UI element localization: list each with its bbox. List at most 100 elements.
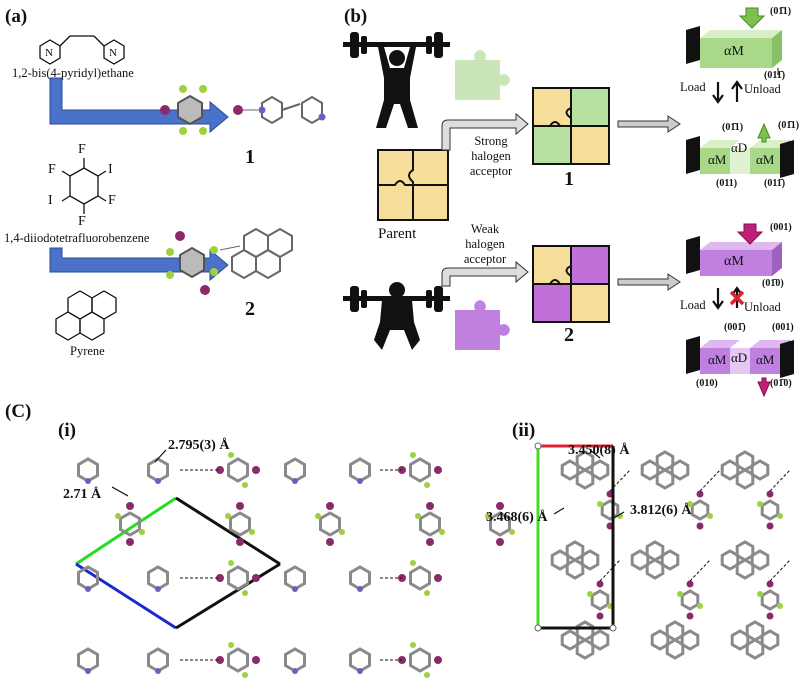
fluorine-atom [687, 501, 693, 507]
distance-label-ii-3: 3.812(6) Å [630, 503, 692, 518]
pyridine-ring [147, 457, 169, 483]
ditfb-ring [419, 511, 441, 537]
fluorine-atom [410, 452, 416, 458]
molecules-i [77, 452, 515, 678]
purple-bottom-alpha-m-2: αM [756, 352, 775, 367]
panel-label-ci: (i) [58, 420, 76, 441]
green-load-label: Load [680, 80, 706, 94]
pyrene-ring [665, 620, 685, 642]
purple-puzzle-piece [455, 300, 510, 350]
iodine-atom [766, 612, 774, 620]
fluorine-atom [249, 529, 255, 535]
pyrene-ring [550, 549, 570, 571]
iodine-atom [252, 656, 260, 664]
molecule-3-name: Pyrene [70, 344, 105, 358]
iodine-atom [596, 580, 604, 588]
halogen-word: halogen [471, 149, 511, 163]
strong-lifter-icon [343, 32, 450, 128]
iodine-atom [326, 502, 334, 510]
fluorine-atom [439, 529, 445, 535]
iodine-atom [434, 574, 442, 582]
purple-load-label: Load [680, 298, 706, 312]
purple-bottom-face-t2: (001) [772, 322, 794, 333]
crystal-structure-2 [166, 227, 293, 295]
pyridine-ring [284, 457, 306, 483]
green-bottom-alpha-m-2: αM [756, 152, 775, 167]
ditfb-ring [227, 457, 249, 483]
pyrene-ring [580, 549, 600, 571]
pyrene-ring [650, 629, 670, 651]
pyrene-ring [735, 540, 755, 562]
iodine-atom [252, 574, 260, 582]
iodine-atom [596, 612, 604, 620]
interaction [599, 559, 621, 582]
pyridine-ring [77, 457, 99, 483]
ditfb-ring [227, 647, 249, 673]
fluorine-atom [139, 529, 145, 535]
purple-crystal-bottom [686, 336, 794, 398]
product-1-label-a: 1 [245, 146, 255, 168]
fluorine-atom [597, 501, 603, 507]
fluorine-atom [410, 560, 416, 566]
pyrene-ring [575, 468, 595, 490]
pointer-2 [111, 486, 129, 497]
iodine-atom [426, 502, 434, 510]
fluorine-atom [242, 482, 248, 488]
fluorine-atom [617, 513, 623, 519]
pyrene-ring [655, 468, 675, 490]
ditfb-ring [227, 565, 249, 591]
fluorine-atom [677, 591, 683, 597]
distance-label-i-1: 2.795(3) Å [168, 438, 230, 453]
green-bottom-face-t1: (01̄1) [722, 122, 744, 133]
pyrene-ring [670, 459, 690, 481]
molecule-2-name: 1,4-diiodotetrafluorobenzene [4, 231, 150, 245]
weak-lifter-icon [343, 282, 450, 350]
pyrene-ring [745, 620, 765, 642]
pyridine-ring [284, 565, 306, 591]
pyrene-ring [720, 459, 740, 481]
green-bottom-alpha-m-1: αM [708, 152, 727, 167]
purple-bottom-alpha-d: αD [731, 350, 748, 365]
strong-acceptor-label: Strong halogen acceptor [456, 134, 526, 179]
purple-unload-label: Unload [744, 300, 781, 314]
ditfb-ring [319, 511, 341, 537]
molecule-1-name: 1,2-bis(4-pyridyl)ethane [12, 66, 134, 80]
purple-top-alpha-m: αM [724, 254, 744, 269]
atom-i-left: I [48, 193, 53, 208]
load-arrow-green [712, 82, 724, 104]
nitrogen-atom [357, 478, 363, 484]
fluorine-atom [228, 452, 234, 458]
iodine-atom [496, 502, 504, 510]
purple-top-face-side: (01̄0) [762, 278, 784, 289]
pyrene-ring [655, 450, 675, 472]
iodine-atom [216, 656, 224, 664]
product-1-label-b: 1 [564, 168, 574, 190]
fluorine-atom [410, 642, 416, 648]
nitrogen-atom [85, 668, 91, 674]
nitrogen-atom [357, 668, 363, 674]
parent-puzzle [377, 149, 449, 221]
purple-top-face-top: (001) [770, 222, 792, 233]
fluorine-atom [509, 529, 515, 535]
purple-crystal-top [686, 223, 782, 276]
nitrogen-atom [292, 586, 298, 592]
interaction [699, 469, 721, 492]
green-top-face-side: (011̄) [764, 70, 786, 81]
interaction [769, 469, 791, 492]
pyrene-ring [565, 540, 585, 562]
green-unload-label: Unload [744, 82, 781, 96]
pyrene-ring [750, 459, 770, 481]
atom-f-right: F [108, 193, 116, 208]
pyrene-ring [660, 549, 680, 571]
ditfb-ring [590, 589, 610, 611]
bipyridylethane-structure [39, 35, 125, 65]
product-1-puzzle [532, 87, 610, 165]
pyrene-ring [565, 558, 585, 580]
pyrene-ring [735, 450, 755, 472]
product-2-puzzle [532, 245, 610, 323]
interaction [689, 559, 711, 582]
nitrogen-atom [155, 586, 161, 592]
strong-arrow [441, 112, 529, 151]
